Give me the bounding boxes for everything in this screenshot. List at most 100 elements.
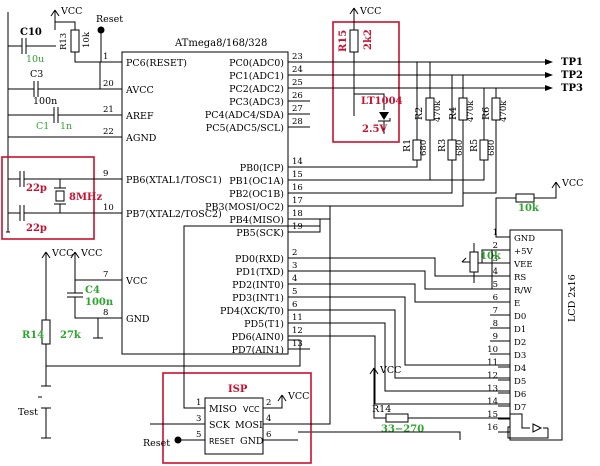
tp3-arrow <box>545 85 553 91</box>
mcu-pin-9-name: PB6(XTAL1/TOSC1) <box>126 175 222 186</box>
r5-ref: R5 <box>469 139 480 152</box>
lcd-pin-13-name: D6 <box>514 390 526 400</box>
lcd-pin-7-number: 7 <box>493 306 498 316</box>
mcu-pin-23-name: PC0(ADC0) <box>229 58 284 69</box>
r2-ref: R2 <box>414 107 425 120</box>
isp-pin2: 2 <box>266 398 271 408</box>
c1-symbol <box>8 107 122 123</box>
vcc-arrow-r14b <box>369 367 379 412</box>
rnet-verticals <box>416 62 497 140</box>
mcu-pin-13-number: 13 <box>292 339 303 349</box>
mcu-pin-3-number: 3 <box>292 261 297 271</box>
xtal-value: 8MHz <box>69 192 102 203</box>
mcu-pin-1-name: PC6(RESET) <box>126 58 187 69</box>
mcu-pin-26-name: PC3(ADC3) <box>229 97 284 108</box>
lcd-pin-10-number: 10 <box>487 345 498 355</box>
c3-symbol <box>8 81 122 97</box>
r2-value: 470k <box>433 100 443 122</box>
reset-label-bottom: Reset <box>143 438 170 449</box>
r15-value: 2k2 <box>363 29 374 50</box>
mcu-pin-7-number: 7 <box>103 270 108 280</box>
lcd-pin-6-number: 6 <box>493 293 498 303</box>
mcu-pin-12-number: 12 <box>292 326 303 336</box>
lcd-pin-1-number: 1 <box>493 228 498 238</box>
r15-ref: R15 <box>338 30 349 52</box>
lcd-pin-16-number: 16 <box>487 423 498 433</box>
isp-reset: RESET <box>209 437 235 446</box>
r14a-ref: R14 <box>22 330 44 341</box>
mcu-pin-25-name: PC2(ADC2) <box>229 84 284 95</box>
isp-pin5: 5 <box>196 430 201 440</box>
mcu-pin-24-name: PC1(ADC1) <box>229 71 284 82</box>
lcd-pin-12-name: D5 <box>514 377 526 387</box>
r13-value: 10k <box>82 31 92 48</box>
reset-dot-bottom <box>174 436 182 444</box>
lcd-pin-10-name: D3 <box>514 351 526 361</box>
mcu-pin-8-name: GND <box>126 314 150 325</box>
mcu-pin-6-number: 6 <box>292 300 297 310</box>
pb-wires <box>288 120 464 233</box>
lcd-pin-2-name: +5V <box>514 247 534 257</box>
vcc-label-left: VCC <box>51 248 73 259</box>
tp1-arrow <box>545 59 553 65</box>
mcu-pin-15-name: PB1(OC1A) <box>229 176 284 187</box>
c1-value: 1n <box>60 121 72 132</box>
r3-value: 680 <box>455 140 465 156</box>
lcd-pin-3-name: VEE <box>513 260 533 270</box>
r14b-body <box>385 413 409 423</box>
lcd-pin-8-number: 8 <box>493 319 498 329</box>
vcc-label-top: VCC <box>60 6 82 17</box>
mcu-pin-26-number: 26 <box>292 91 303 101</box>
r10k-value: 10k <box>518 203 540 214</box>
isp-wires <box>150 206 331 441</box>
c10-value: 10u <box>26 54 44 65</box>
lcd-pin-1-name: GND <box>514 234 535 244</box>
tp1-label: TP1 <box>561 57 583 68</box>
lcd-title: LCD 2x16 <box>567 274 578 322</box>
mcu-pin-16-number: 16 <box>292 183 303 193</box>
mcu-pin-19-name: PB5(SCK) <box>236 228 284 239</box>
c10-ref: C10 <box>20 27 42 38</box>
isp-pin1: 1 <box>196 398 201 408</box>
isp-pin6: 6 <box>266 430 271 440</box>
mcu-pin-5-number: 5 <box>292 287 297 297</box>
left-ground-rail <box>6 12 10 233</box>
r6-ref: R6 <box>481 107 492 120</box>
lcd-top-wires <box>495 181 561 238</box>
isp-gnd: GND <box>240 436 264 447</box>
r4-value: 470k <box>466 100 476 122</box>
isp-title: ISP <box>228 384 248 395</box>
crystal-leads <box>54 179 66 213</box>
mcu-pin-25-number: 25 <box>292 78 303 88</box>
mcu-right-pins: 23PC0(ADC0)24PC1(ADC1)25PC2(ADC2)26PC3(A… <box>205 52 310 356</box>
lt1004-bar <box>378 118 391 122</box>
mcu-pin-9-number: 9 <box>103 169 108 179</box>
r3-ref: R3 <box>437 139 448 152</box>
c10-symbol <box>8 38 56 54</box>
r4-ref: R4 <box>448 107 459 120</box>
backlight-wires <box>507 413 549 439</box>
mcu-pin-28-name: PC5(ADC5/SCL) <box>206 123 284 134</box>
mcu-pin-19-number: 19 <box>292 222 303 232</box>
r14a-value: 27k <box>60 330 82 341</box>
isp-body <box>204 397 264 455</box>
r10k-body <box>515 193 535 203</box>
lcd-pin-9-number: 9 <box>493 332 498 342</box>
r13-ref: R13 <box>59 33 69 50</box>
c1-ref: C1 <box>36 121 49 132</box>
r6-value: 470k <box>499 100 509 122</box>
mcu-pin-11-name: PD5(T1) <box>244 319 284 330</box>
mcu-pin-21-number: 21 <box>103 105 114 115</box>
lcd-pin-12-number: 12 <box>487 371 498 381</box>
mcu-pin-5-name: PD3(INT1) <box>232 293 284 304</box>
crystal-highlight-box <box>1 156 95 240</box>
mcu-pin-18-number: 18 <box>292 209 303 219</box>
tp2-arrow <box>545 72 553 78</box>
mcu-pin-4-number: 4 <box>292 274 297 284</box>
c3-value: 100n <box>33 96 57 107</box>
r15-wire <box>353 52 385 116</box>
r14b-ref: R14 <box>372 404 391 415</box>
mcu-pin-17-name: PB3(MOSI/OC2) <box>205 202 284 213</box>
pot-wiper <box>461 257 470 263</box>
